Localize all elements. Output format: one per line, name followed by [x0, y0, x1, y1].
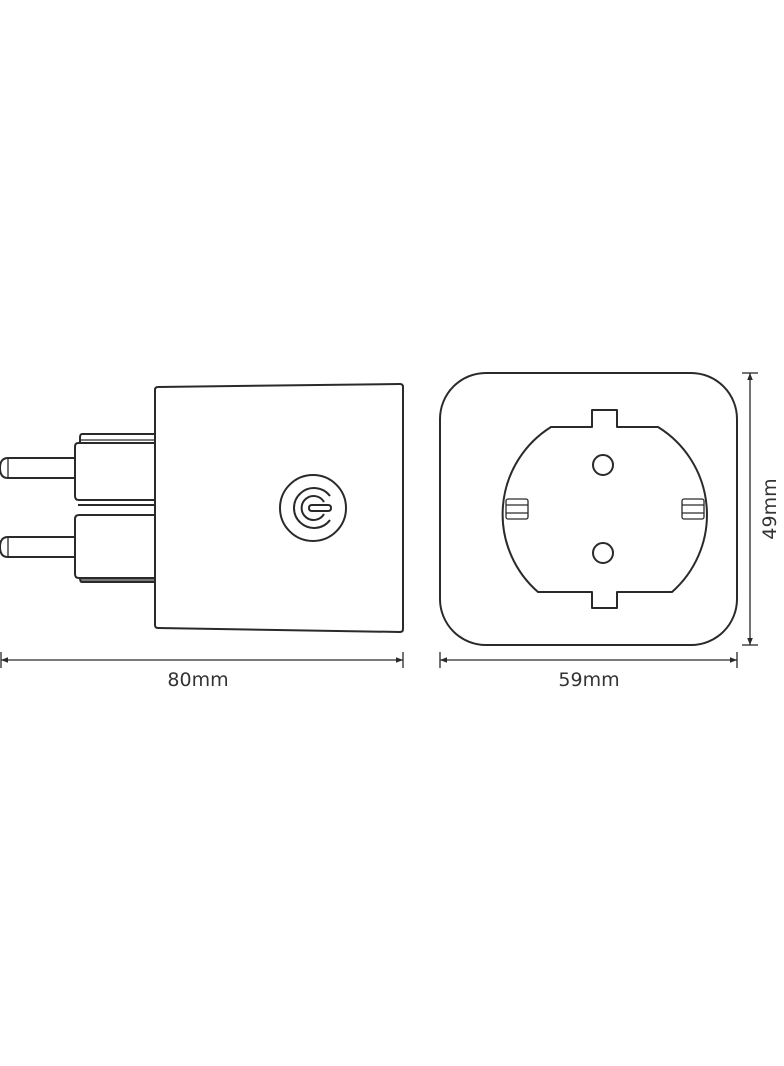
earth-clip-left	[505, 498, 529, 520]
socket-recess	[501, 409, 708, 609]
width-dimension: 59mm	[439, 652, 738, 691]
height-dimension: 49mm	[742, 372, 781, 646]
earth-clip-right	[681, 498, 705, 520]
length-label: 80mm	[167, 669, 228, 691]
socket-hole-bottom	[592, 542, 614, 564]
width-label: 59mm	[558, 669, 619, 691]
socket-face	[439, 372, 738, 646]
plug-collar	[74, 433, 155, 583]
length-dimension: 80mm	[0, 652, 404, 691]
front-view: 59mm 49mm	[439, 372, 781, 691]
plug-body	[154, 383, 404, 633]
height-label: 49mm	[759, 478, 781, 539]
side-view: 80mm	[0, 383, 404, 691]
socket-hole-top	[592, 454, 614, 476]
power-icon	[279, 474, 347, 542]
plug-pins	[0, 457, 75, 558]
